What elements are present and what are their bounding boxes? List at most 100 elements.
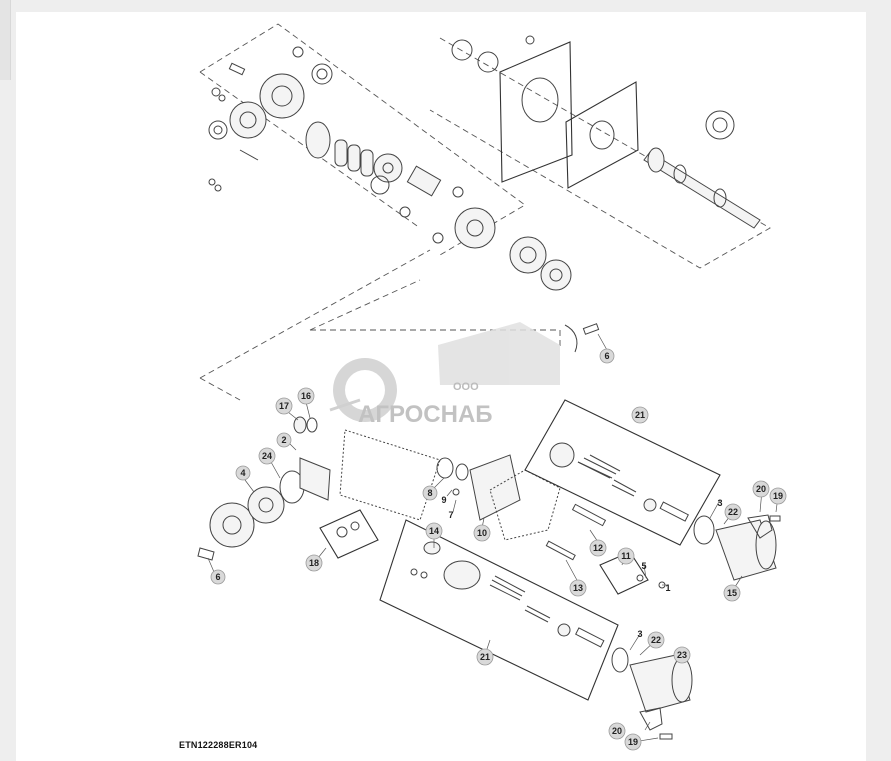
callout-number: 17	[279, 401, 289, 411]
callout-number: 13	[573, 583, 583, 593]
callout-c3a: 3	[717, 498, 722, 508]
valve-spool-lower	[443, 560, 481, 590]
callout-number: 16	[301, 391, 311, 401]
callout-number: 11	[621, 551, 631, 561]
callout-c21b: 21	[476, 648, 494, 666]
callout-c23: 23	[673, 646, 691, 664]
callout-c22a: 22	[724, 503, 742, 521]
callout-c18: 18	[305, 554, 323, 572]
callout-c20a: 20	[752, 480, 770, 498]
valve-spool-upper	[549, 442, 575, 468]
callout-c8: 8	[422, 485, 438, 501]
valve-frame-upper	[524, 399, 721, 546]
callout-c16: 16	[297, 387, 315, 405]
callout-c5: 5	[641, 561, 646, 571]
cover-plate-small	[299, 457, 331, 501]
envelope-lower-link	[199, 249, 431, 379]
callout-number: 14	[429, 526, 439, 536]
callout-c22b: 22	[647, 631, 665, 649]
gear-upper-b	[540, 259, 572, 291]
callout-number: 15	[727, 588, 737, 598]
spring-upper	[577, 454, 621, 479]
callout-labels: 6171622446188971014211213115132220191521…	[210, 348, 787, 751]
callout-c13: 13	[569, 579, 587, 597]
fork-20a	[747, 514, 773, 539]
callout-number: 22	[728, 507, 738, 517]
cylinder-lower	[611, 647, 693, 740]
drawing-code: ETN122288ER104	[179, 740, 258, 750]
callout-number: 6	[215, 572, 220, 582]
callout-c9: 9	[441, 495, 446, 505]
envelope-mid-2	[309, 279, 421, 331]
callout-number: 23	[677, 650, 687, 660]
watermark-combine-icon	[438, 322, 560, 385]
callout-number: 24	[262, 451, 272, 461]
callout-c24: 24	[258, 447, 276, 465]
callout-number: 20	[756, 484, 766, 494]
envelope-mid	[310, 329, 561, 350]
watermark-name: АГРОСНАБ	[358, 401, 493, 428]
callout-number: 10	[477, 528, 487, 538]
callout-number: 22	[651, 635, 661, 645]
callout-c19b: 19	[624, 733, 642, 751]
cylinder-upper	[693, 514, 781, 581]
callout-c10: 10	[473, 524, 491, 542]
callout-c17: 17	[275, 397, 293, 415]
callout-number: 19	[773, 491, 783, 501]
callout-c7: 7	[448, 510, 453, 520]
callout-number: 2	[281, 435, 286, 445]
upper-envelope-right	[429, 37, 771, 269]
fork-20b	[639, 707, 663, 731]
valve-frame-lower	[379, 519, 619, 701]
envelope-lower-link-2	[199, 377, 241, 401]
callout-c12: 12	[589, 539, 607, 557]
callout-number: 3	[717, 498, 722, 508]
callout-number: 12	[593, 543, 603, 553]
drive-shaft	[643, 147, 761, 229]
callout-number: 3	[637, 629, 642, 639]
housing	[339, 429, 441, 521]
roller-set	[334, 139, 374, 177]
frame-18	[319, 509, 379, 559]
bolt-6-upper	[582, 323, 600, 335]
bushing	[293, 416, 307, 434]
valve-body	[489, 469, 561, 541]
callout-number: 20	[612, 726, 622, 736]
callout-c11: 11	[617, 547, 635, 565]
callout-number: 9	[441, 495, 446, 505]
watermark-prefix: ООО	[453, 381, 479, 393]
bolt-6	[197, 547, 215, 561]
upper-left-parts	[208, 46, 496, 249]
watermark: ООО АГРОСНАБ	[329, 322, 560, 428]
callout-number: 21	[635, 410, 645, 420]
callout-c15: 15	[723, 584, 741, 602]
gear-large	[209, 502, 255, 548]
middle-parts	[436, 454, 666, 595]
page-edge-strip	[0, 0, 11, 80]
callout-c6a: 6	[599, 348, 615, 364]
upper-envelope-left	[199, 23, 526, 256]
gear-upper-a	[509, 236, 547, 274]
callout-c20b: 20	[608, 722, 626, 740]
callout-c19a: 19	[769, 487, 787, 505]
spring-lower	[489, 575, 526, 601]
callout-number: 19	[628, 737, 638, 747]
callout-c21a: 21	[631, 406, 649, 424]
callout-c4: 4	[235, 465, 251, 481]
callout-c2: 2	[276, 432, 292, 448]
callout-number: 4	[240, 468, 245, 478]
cover-plates	[451, 35, 735, 189]
diagram-sheet	[16, 12, 866, 761]
callout-number: 5	[641, 561, 646, 571]
gear-small	[247, 486, 285, 524]
callout-c3b: 3	[637, 629, 642, 639]
callout-number: 7	[448, 510, 453, 520]
lower-left-parts	[197, 416, 441, 561]
upper-assembly	[199, 23, 771, 401]
callout-c14: 14	[425, 522, 443, 540]
callout-c1: 1	[665, 583, 670, 593]
callout-number: 8	[427, 488, 432, 498]
leader-lines	[207, 333, 779, 743]
callout-number: 6	[604, 351, 609, 361]
